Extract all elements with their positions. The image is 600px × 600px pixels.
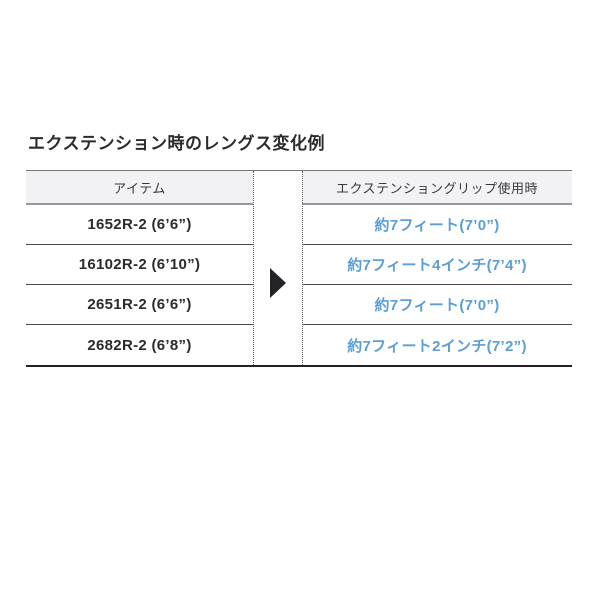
item-cell: 1652R-2 (6’6”) [26, 205, 253, 245]
extension-length-table: アイテム エクステンショングリップ使用時 1652R-2 (6’6”) 約7フィ… [26, 170, 572, 367]
table-header-row: アイテム エクステンショングリップ使用時 [26, 171, 572, 205]
column-header-item: アイテム [26, 171, 253, 205]
page-title: エクステンション時のレングス変化例 [28, 134, 325, 153]
item-cell: 2651R-2 (6’6”) [26, 285, 253, 325]
extended-length-cell: 約7フィート(7’0”) [302, 205, 572, 245]
dotted-divider-left [253, 171, 254, 365]
gap-cell [253, 325, 302, 365]
gap-cell [253, 205, 302, 245]
table-row: 2651R-2 (6’6”) 約7フィート(7’0”) [26, 285, 572, 325]
table-row: 2682R-2 (6’8”) 約7フィート2インチ(7’2”) [26, 325, 572, 365]
dotted-divider-right [302, 171, 303, 365]
table-row: 16102R-2 (6’10”) 約7フィート4インチ(7’4”) [26, 245, 572, 285]
extended-length-cell: 約7フィート4インチ(7’4”) [302, 245, 572, 285]
extended-length-cell: 約7フィート(7’0”) [302, 285, 572, 325]
table-row: 1652R-2 (6’6”) 約7フィート(7’0”) [26, 205, 572, 245]
extended-length-cell: 約7フィート2インチ(7’2”) [347, 337, 527, 355]
right-arrow-icon [269, 268, 286, 298]
item-cell: 2682R-2 (6’8”) [87, 336, 192, 354]
column-header-extended: エクステンショングリップ使用時 [302, 171, 572, 205]
arrow-container [253, 268, 302, 298]
header-gap-cell [253, 171, 302, 205]
item-cell: 16102R-2 (6’10”) [26, 245, 253, 285]
